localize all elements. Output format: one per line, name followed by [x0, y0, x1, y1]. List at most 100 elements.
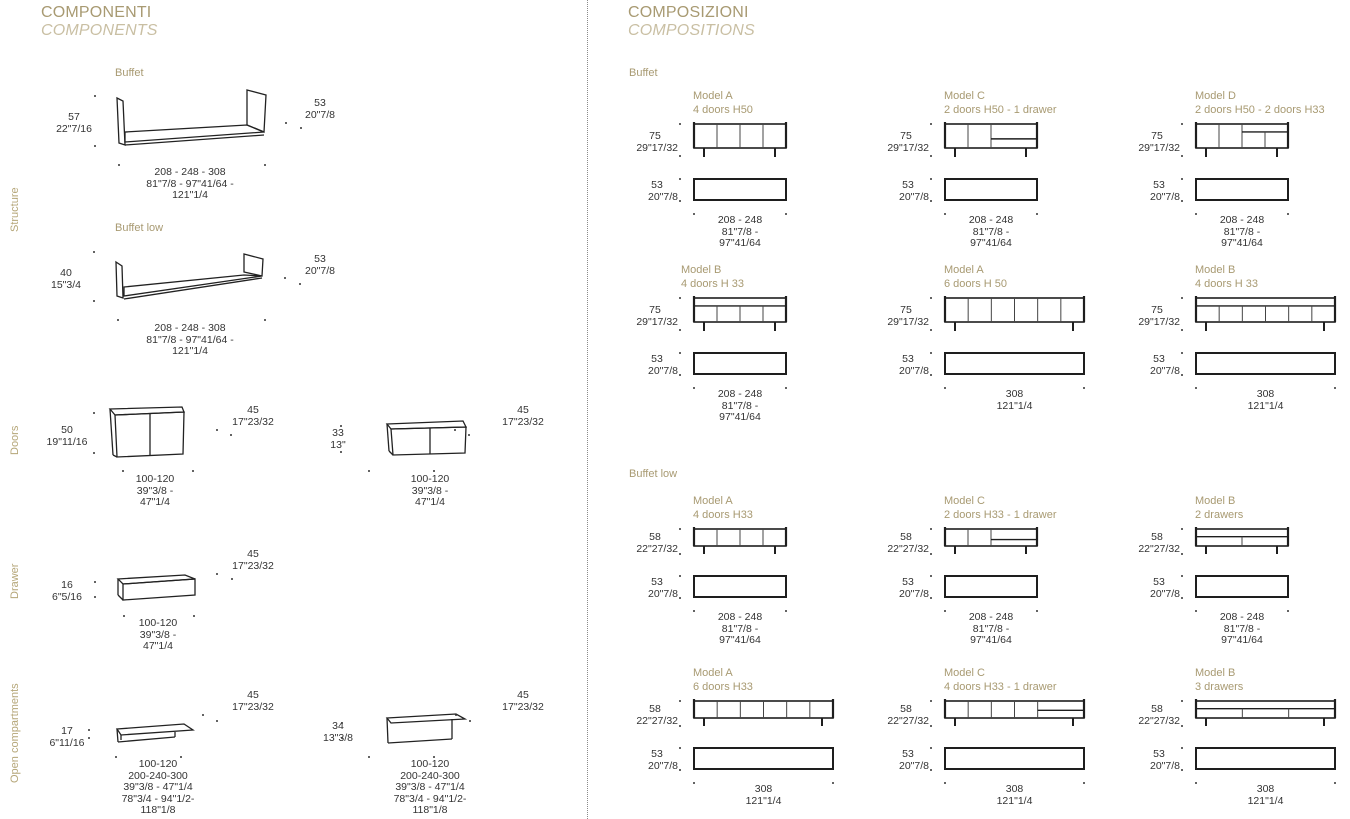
dim-cm: 100-120 [138, 758, 178, 770]
front-view-drawing [943, 296, 1086, 331]
dim-in: 22"27/32 [636, 714, 678, 727]
doors-h50-drawing [108, 406, 185, 458]
dim-in-2: 97"41/64 [970, 237, 1012, 249]
model-description: 2 doors H50 - 1 drawer [944, 103, 1057, 116]
group-label-buffet-low: Buffet low [629, 468, 678, 480]
dim-cm: 308 [1256, 783, 1275, 795]
plan-view-drawing [944, 747, 1085, 770]
dim-in-2: 97"41/64 [1221, 634, 1263, 646]
dim-in: 29"17/32 [636, 141, 678, 154]
plan-view-drawing [1195, 575, 1289, 598]
dim-in: 29"17/32 [887, 141, 929, 154]
dim-cm: 53 [651, 576, 663, 588]
open-compartment-h34-drawing [385, 713, 468, 744]
front-view-drawing [1194, 699, 1337, 726]
dim-cm: 53 [902, 353, 914, 365]
dim-in-2: 97"41/64 [970, 634, 1012, 646]
dim-in-3: 118"1/8 [140, 804, 176, 816]
dim-cm: 208 - 248 [968, 611, 1014, 623]
components-subtitle: COMPONENTS [41, 22, 158, 39]
dim-cm: 58 [649, 703, 661, 715]
dim-in: 17"23/32 [232, 700, 274, 713]
plan-view-drawing [1195, 352, 1336, 375]
dim-cm: 40 [60, 267, 72, 279]
dim-in: 81"7/8 - 97"41/64 - [146, 333, 234, 346]
dim-cm: 75 [649, 130, 661, 142]
compositions-subtitle: COMPOSITIONS [628, 22, 755, 39]
dim-in-2: 78"3/4 - 94"1/2- [393, 792, 467, 805]
dim-in-2: 97"41/64 [719, 411, 761, 423]
component-label-buffet-low: Buffet low [115, 222, 164, 234]
dim-cm: 75 [900, 304, 912, 316]
dim-in: 15"3/4 [50, 278, 81, 291]
dim-in: 29"17/32 [1138, 141, 1180, 154]
front-view-drawing [943, 527, 1039, 554]
model-name: Model B [681, 264, 722, 276]
plan-view-drawing [944, 575, 1038, 598]
group-label-buffet: Buffet [629, 67, 658, 79]
drawer-height-dim: 16 6"5/16 [44, 579, 90, 603]
open-h34-depth-dim: 45 17"23/32 [498, 689, 548, 713]
dim-cm: 308 [1005, 388, 1024, 400]
dim-cm: 34 [332, 720, 344, 732]
open-h34-width-dim: 100-120 200-240-300 39"3/8 - 47"1/4 78"3… [382, 758, 478, 817]
front-view-drawing [692, 296, 788, 331]
open-h17-height-dim: 17 6"11/16 [44, 725, 90, 749]
dim-cm: 308 [754, 783, 773, 795]
model-name: Model B [1195, 667, 1236, 679]
plan-view-drawing [693, 178, 787, 201]
dim-in: 81"7/8 - [1223, 622, 1261, 635]
dim-cm-2: 200-240-300 [400, 769, 460, 782]
dim-cm: 53 [314, 253, 326, 265]
plan-view-drawing [693, 352, 787, 375]
dim-in: 20"7/8 [647, 587, 678, 600]
dim-in: 20"7/8 [304, 264, 335, 277]
dim-cm: 58 [1151, 703, 1163, 715]
dim-cm: 308 [1256, 388, 1275, 400]
dim-in: 17"23/32 [502, 700, 544, 713]
model-description: 6 doors H 50 [944, 277, 1007, 290]
dim-cm: 45 [247, 689, 259, 701]
buffet-low-structure-drawing [115, 253, 264, 300]
dim-cm: 53 [651, 748, 663, 760]
dim-cm: 208 - 248 - 308 [154, 166, 226, 178]
model-description: 3 drawers [1195, 680, 1244, 693]
dim-cm: 208 - 248 [1219, 214, 1265, 226]
plan-view-drawing [1195, 178, 1289, 201]
dim-in: 22"27/32 [1138, 542, 1180, 555]
dim-in: 39"3/8 - [411, 484, 449, 497]
buffet-low-width-dim: 208 - 248 - 308 81"7/8 - 97"41/64 - 121"… [120, 322, 260, 358]
model-name: Model B [1195, 495, 1236, 507]
doors-h33-height-dim: 33 13" [325, 427, 351, 451]
dim-in: 20"7/8 [898, 364, 929, 377]
dim-in: 22"27/32 [1138, 714, 1180, 727]
dim-in: 81"7/8 - [972, 225, 1010, 238]
dim-in: 6"11/16 [49, 736, 85, 749]
dim-in-2: 97"41/64 [1221, 237, 1263, 249]
dim-in: 20"7/8 [898, 190, 929, 203]
buffet-low-depth-dim: 53 20"7/8 [300, 253, 340, 277]
dim-in: 20"7/8 [1149, 587, 1180, 600]
open-compartment-h17-drawing [115, 723, 195, 743]
dim-in-2: 47"1/4 [414, 496, 445, 508]
dim-cm: 53 [1153, 576, 1165, 588]
